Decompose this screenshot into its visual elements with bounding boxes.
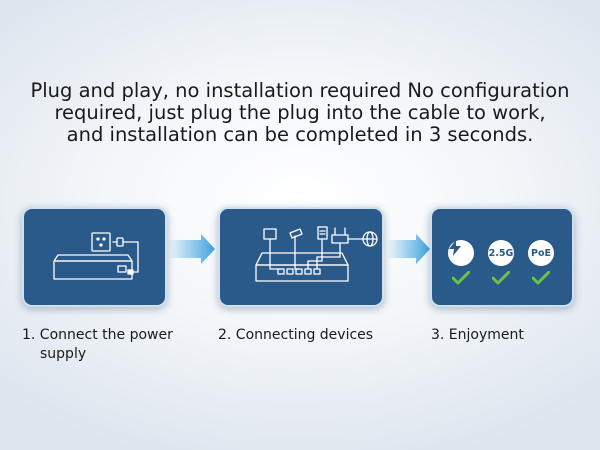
step-1-line-1: 1. Connect the power — [22, 327, 173, 343]
headline-line-3: and installation can be completed in 3 s… — [66, 123, 534, 146]
arrow-right-icon — [386, 234, 430, 264]
lightning-badge — [448, 240, 474, 266]
network-switch-icon — [255, 226, 378, 282]
arrow-right-icon — [167, 234, 215, 264]
headline: Plug and play, no installation required … — [0, 80, 600, 146]
lightning-icon — [449, 240, 461, 256]
card-connecting-devices — [218, 207, 384, 307]
card-enjoyment: 2.5G PoE — [430, 207, 574, 307]
step-1-label: 1. Connect the power supply — [22, 326, 173, 364]
check-icon — [452, 271, 470, 285]
poe-badge: PoE — [528, 240, 554, 266]
check-icon — [492, 271, 510, 285]
step-2-label: 2. Connecting devices — [218, 327, 374, 343]
headline-line-1: Plug and play, no installation required … — [30, 79, 570, 102]
headline-line-2: required, just plug the plug into the ca… — [54, 101, 546, 124]
step-3-label: 3. Enjoyment — [431, 327, 524, 343]
card-connect-power — [22, 207, 167, 307]
speed-badge: 2.5G — [488, 240, 514, 266]
power-plug-icon — [53, 232, 139, 280]
check-icon — [532, 271, 550, 285]
step-1-line-2: supply — [40, 346, 87, 362]
